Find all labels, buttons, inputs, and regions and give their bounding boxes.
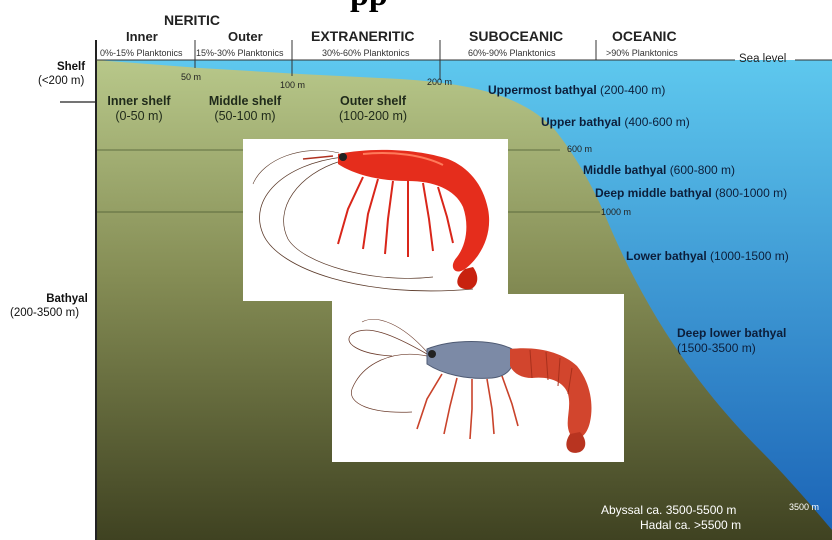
zone-outer-shelf: Outer shelf (100-200 m) bbox=[330, 94, 416, 124]
zone-lower-bathyal: Lower bathyal (1000-1500 m) bbox=[626, 249, 789, 263]
zone-deep-middle-bathyal: Deep middle bathyal (800-1000 m) bbox=[595, 186, 787, 200]
zone-inner-shelf: Inner shelf (0-50 m) bbox=[100, 94, 178, 124]
zone-deep-lower-bathyal-name: Deep lower bathyal bbox=[677, 326, 786, 340]
header-inner: Inner bbox=[126, 29, 158, 44]
zone-middle-bathyal-name: Middle bathyal bbox=[583, 163, 666, 177]
zone-deep-lower-bathyal: Deep lower bathyal (1500-3500 m) bbox=[677, 326, 786, 356]
header-suboceanic: SUBOCEANIC bbox=[469, 28, 563, 44]
zone-inner-shelf-name: Inner shelf bbox=[100, 94, 178, 109]
depth-100m: 100 m bbox=[280, 80, 305, 90]
zone-outer-shelf-range: (100-200 m) bbox=[330, 109, 416, 124]
zone-middle-shelf-name: Middle shelf bbox=[200, 94, 290, 109]
header-oceanic: OCEANIC bbox=[612, 28, 677, 44]
zone-lower-bathyal-range: (1000-1500 m) bbox=[710, 249, 789, 263]
zone-deep-lower-bathyal-range: (1500-3500 m) bbox=[677, 341, 756, 355]
zone-middle-shelf-range: (50-100 m) bbox=[200, 109, 290, 124]
header-outer: Outer bbox=[228, 29, 263, 44]
shelf-label-name: Shelf bbox=[57, 61, 85, 73]
zone-upper-bathyal-range: (400-600 m) bbox=[624, 115, 689, 129]
sea-level-label: Sea level bbox=[739, 53, 786, 65]
planktonics-oceanic: >90% Planktonics bbox=[606, 48, 678, 58]
zone-uppermost-bathyal: Uppermost bathyal (200-400 m) bbox=[488, 83, 665, 97]
zone-middle-bathyal-range: (600-800 m) bbox=[670, 163, 735, 177]
bathyal-label: Bathyal bbox=[40, 292, 94, 306]
planktonics-extraneritic: 30%-60% Planktonics bbox=[322, 48, 410, 58]
red-shrimp-illustration bbox=[243, 139, 508, 301]
zone-deep-middle-bathyal-range: (800-1000 m) bbox=[715, 186, 787, 200]
shrimp-image-blue-carapace bbox=[332, 294, 624, 462]
planktonics-inner: 0%-15% Planktonics bbox=[100, 48, 183, 58]
depth-600m: 600 m bbox=[567, 144, 592, 154]
shelf-label: Shelf bbox=[46, 60, 96, 74]
zone-upper-bathyal: Upper bathyal (400-600 m) bbox=[541, 115, 690, 129]
header-neritic: NERITIC bbox=[164, 12, 220, 28]
bathyal-range: (200-3500 m) bbox=[10, 306, 79, 320]
zone-lower-bathyal-name: Lower bathyal bbox=[626, 249, 707, 263]
zone-uppermost-bathyal-range: (200-400 m) bbox=[600, 83, 665, 97]
abyssal-label: Abyssal ca. 3500-5500 m bbox=[601, 503, 736, 517]
zone-uppermost-bathyal-name: Uppermost bathyal bbox=[488, 83, 597, 97]
shelf-range: (<200 m) bbox=[38, 74, 84, 88]
zone-upper-bathyal-name: Upper bathyal bbox=[541, 115, 621, 129]
blue-carapace-shrimp-illustration bbox=[332, 294, 624, 462]
shrimp-image-red bbox=[243, 139, 508, 301]
depth-200m: 200 m bbox=[427, 77, 452, 87]
header-extraneritic: EXTRANERITIC bbox=[311, 28, 414, 44]
zone-deep-middle-bathyal-name: Deep middle bathyal bbox=[595, 186, 712, 200]
planktonics-outer: 15%-30% Planktonics bbox=[196, 48, 284, 58]
zone-middle-bathyal: Middle bathyal (600-800 m) bbox=[583, 163, 735, 177]
zone-inner-shelf-range: (0-50 m) bbox=[100, 109, 178, 124]
title-fragment: pp bbox=[350, 0, 388, 14]
depth-50m: 50 m bbox=[181, 72, 201, 82]
bathyal-label-name: Bathyal bbox=[46, 293, 88, 305]
depth-3500m: 3500 m bbox=[789, 502, 819, 512]
depth-1000m: 1000 m bbox=[601, 207, 631, 217]
zone-outer-shelf-name: Outer shelf bbox=[330, 94, 416, 109]
hadal-label: Hadal ca. >5500 m bbox=[640, 518, 741, 532]
zone-middle-shelf: Middle shelf (50-100 m) bbox=[200, 94, 290, 124]
planktonics-suboceanic: 60%-90% Planktonics bbox=[468, 48, 556, 58]
